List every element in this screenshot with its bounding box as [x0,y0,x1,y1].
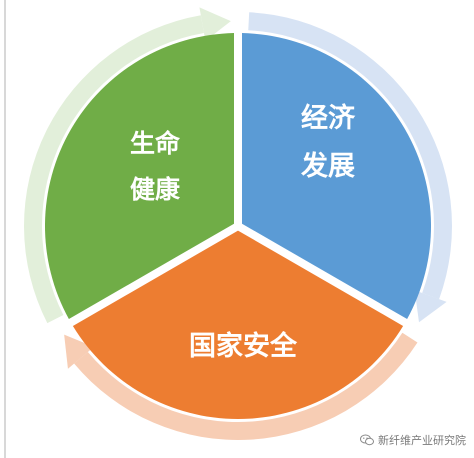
security-cycle-arrow [74,332,418,441]
economy-label-line1: 经济 [301,102,356,134]
economy-segment [242,33,432,320]
economy-cycle-arrow [248,12,452,300]
health-cycle-arrow [23,15,204,324]
security-arrowhead [64,334,94,369]
economy-label-line2: 发展 [300,150,355,182]
security-segment [72,230,404,420]
watermark: 新纤维产业研究院 [360,432,466,448]
health-arrowhead [199,7,231,41]
security-label: 国家安全 [189,330,298,362]
economy-arrowhead [414,290,447,323]
health-label-line1: 生命 [130,129,181,158]
health-label-line2: 健康 [130,175,181,204]
wechat-icon [360,434,374,446]
left-border-line [4,0,6,458]
health-segment [44,33,235,320]
watermark-text: 新纤维产业研究院 [378,434,466,447]
